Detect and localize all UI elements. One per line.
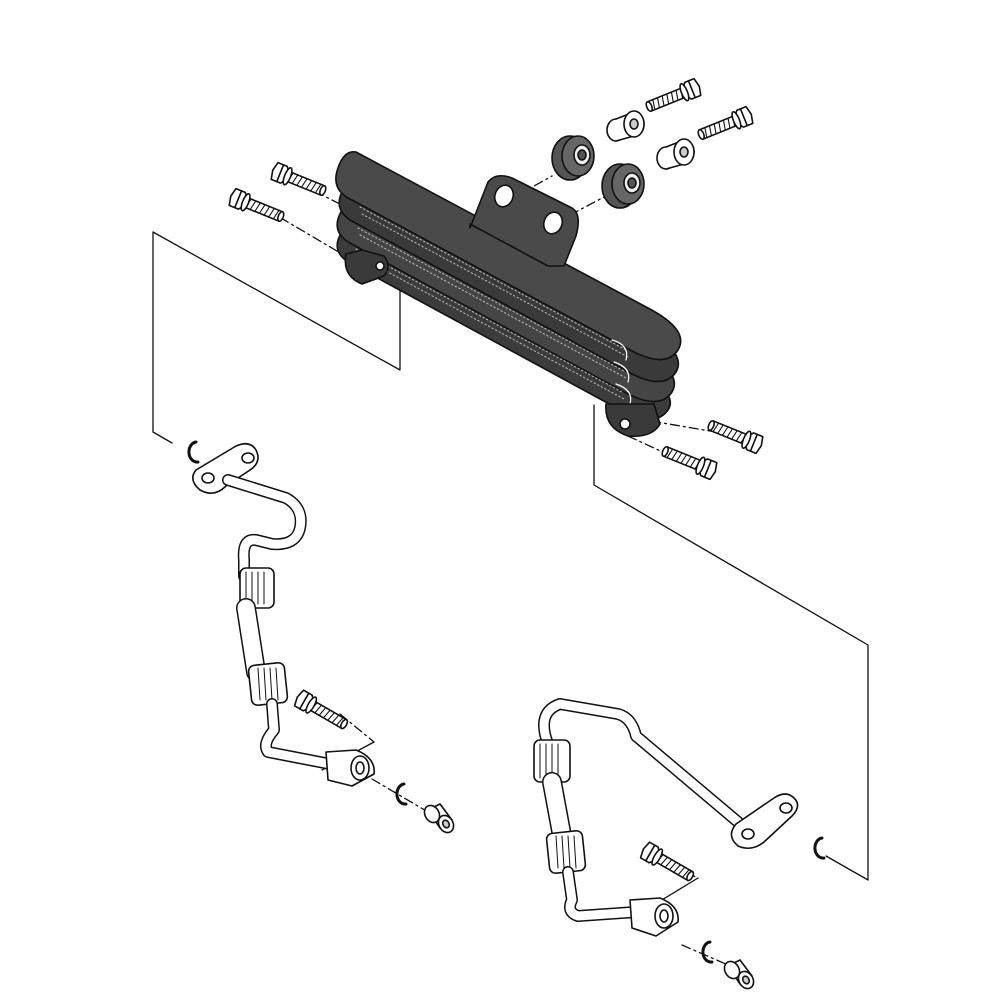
bolt-icon: [292, 688, 352, 734]
bolt-icon: [226, 187, 288, 227]
bolt-cooler-right-lower: [658, 441, 720, 481]
o-ring-left-upper: [187, 440, 200, 464]
dowel-icon: [423, 803, 455, 834]
o-ring-right-lower: [701, 940, 714, 964]
oil-cooler-icon: [335, 151, 682, 438]
o-ring-icon: [701, 940, 714, 964]
o-ring-icon: [187, 440, 200, 464]
collar-icon: [656, 138, 695, 170]
bolt-icon: [268, 161, 330, 201]
bolt-icon: [694, 105, 756, 145]
oil-cooler: [335, 151, 682, 438]
bolt-icon: [642, 77, 704, 117]
oil-hose-left: [192, 442, 375, 787]
grommet-lower: [601, 163, 645, 209]
bolt-bracket-upper: [642, 77, 704, 117]
dowel-icon: [723, 959, 755, 990]
o-ring-left-lower: [395, 782, 408, 806]
o-ring-icon: [395, 782, 408, 806]
bolt-cooler-left-upper: [268, 161, 330, 201]
bolt-icon: [658, 441, 720, 481]
grommet-upper: [551, 135, 595, 181]
oil-hose-right: [533, 698, 799, 937]
grommet-icon: [601, 163, 645, 209]
bolt-bracket-lower: [694, 105, 756, 145]
hose-bolt-right: [638, 840, 698, 886]
bolt-icon: [638, 840, 698, 886]
bolt-icon: [704, 415, 766, 455]
dowel-right: [723, 959, 755, 990]
bolt-cooler-left-lower: [226, 187, 288, 227]
bolt-cooler-right-upper: [704, 415, 766, 455]
collar-lower: [656, 138, 695, 170]
hose-icon: [533, 698, 799, 937]
dowel-left: [423, 803, 455, 834]
hose-icon: [192, 442, 375, 787]
collar-icon: [606, 110, 645, 142]
cooler-mount-bracket: [469, 174, 580, 267]
o-ring-icon: [813, 836, 826, 860]
grommet-icon: [551, 135, 595, 181]
o-ring-right-upper: [813, 836, 826, 860]
hose-bolt-left: [292, 688, 352, 734]
collar-upper: [606, 110, 645, 142]
